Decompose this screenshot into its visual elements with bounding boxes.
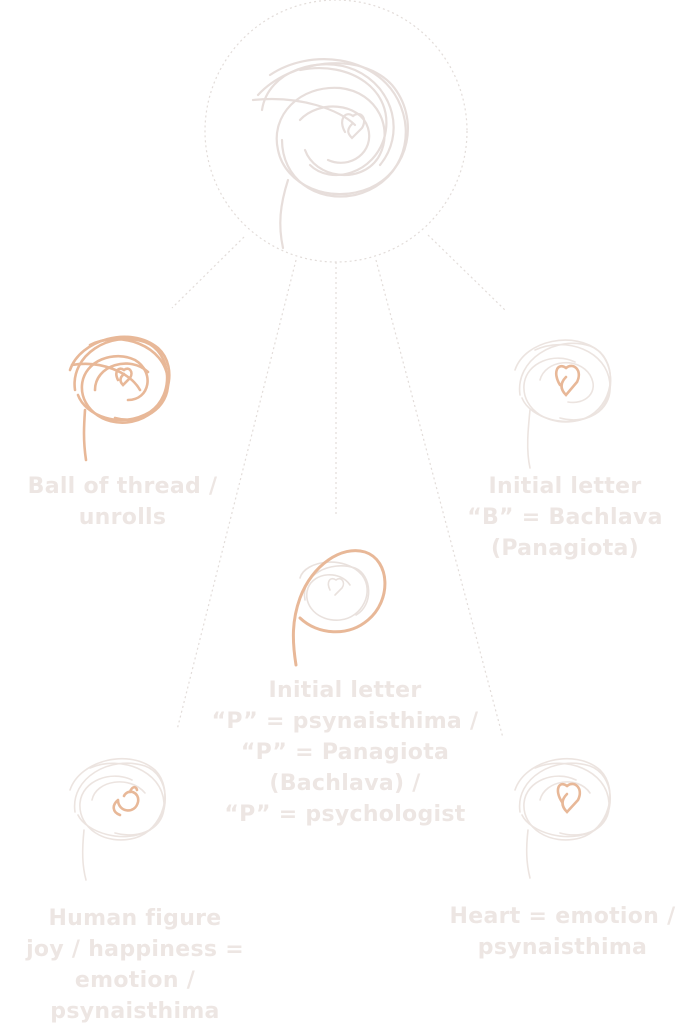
label-human-figure: Human figure joy / happiness = emotion /… [0,903,270,1027]
label-line: “P” = psychologist [224,802,466,827]
label-line: Initial letter [268,678,422,703]
label-line: Ball of thread / [27,474,218,499]
label-line: unrolls [78,505,167,530]
thread-ball-icon [68,335,171,462]
label-line: Human figure [48,906,222,931]
label-line: “P” = psynaisthima / [211,709,479,734]
label-line: (Bachlava) / [269,771,421,796]
letter-b-heart-icon [514,339,612,469]
human-figure-icon [69,757,166,881]
connector-human [176,259,297,731]
label-line: joy / happiness = [26,937,244,962]
label-ball-of-thread: Ball of thread / unrolls [0,471,245,533]
center-dotted-circle [204,0,468,263]
label-line: (Panagiota) [490,536,640,561]
thread-ball-logo-icon [251,58,409,250]
label-line: Initial letter [488,474,642,499]
label-line: Heart = emotion / [449,904,676,929]
connector-ball [171,236,245,309]
label-line: psynaisthima [477,935,648,960]
label-heart: Heart = emotion / psynaisthima [430,901,686,963]
label-line: “B” = Bachlava [467,505,663,530]
label-line: “P” = Panagiota [240,740,450,765]
connector-b [427,234,506,311]
label-line: psynaisthima [50,999,220,1024]
letter-p-icon [291,549,387,667]
heart-icon [514,757,611,879]
label-line: emotion / [74,968,196,993]
label-initial-b: Initial letter “B” = Bachlava (Panagiota… [440,471,686,564]
connector-lines [171,234,506,739]
label-initial-p: Initial letter “P” = psynaisthima / “P” … [175,675,515,830]
